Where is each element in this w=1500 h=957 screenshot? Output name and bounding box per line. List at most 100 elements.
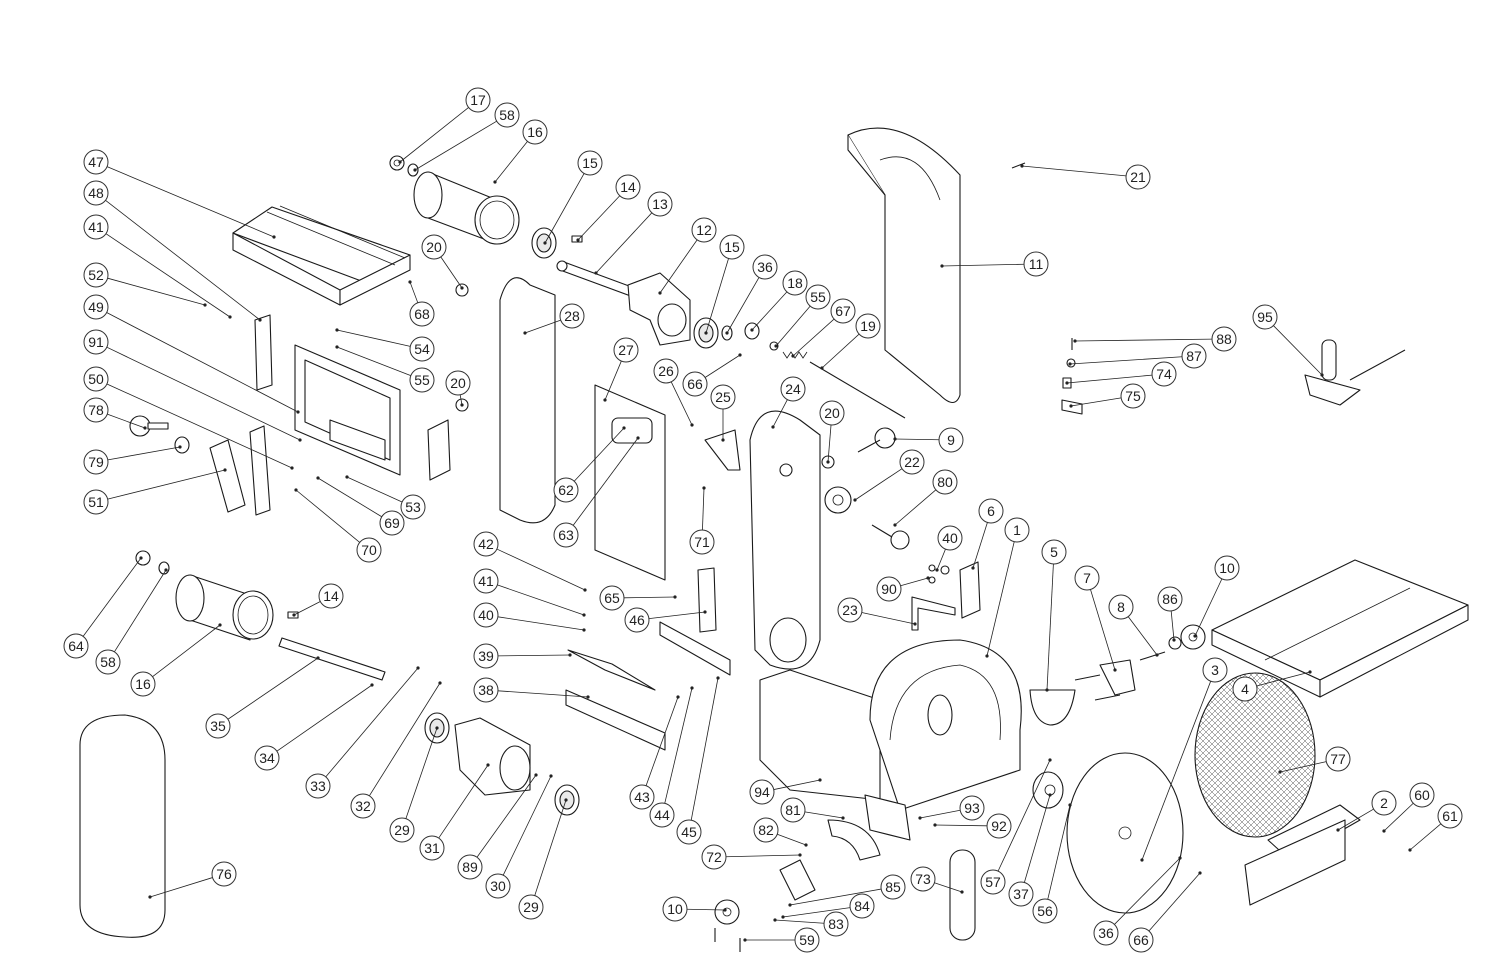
callout-circle [682, 371, 708, 397]
disc-table-4 [1211, 559, 1469, 698]
knob-9 [857, 427, 896, 453]
leader-line-c20b [459, 394, 463, 406]
leader-dot-c33 [416, 666, 420, 670]
callout-circle [899, 449, 925, 475]
callout-number: 1 [1013, 522, 1021, 538]
callout-c10a: 10 [1214, 555, 1240, 581]
callout-circle [95, 649, 121, 675]
callout-circle [1128, 927, 1154, 953]
callout-c41b: 41 [473, 568, 499, 594]
leader-dot-c58a [413, 168, 417, 172]
callout-c29a: 29 [389, 817, 415, 843]
leader-line-c10a [1194, 578, 1223, 637]
leader-line-c86 [1170, 610, 1175, 641]
callout-circle [485, 873, 511, 899]
base-1 [759, 639, 1022, 811]
callout-number: 15 [582, 155, 598, 171]
leader-line-c13 [595, 212, 653, 274]
callout-c53: 53 [400, 494, 426, 520]
leader-dot-c90 [926, 576, 930, 580]
callout-circle [494, 102, 520, 128]
leader-line-c94 [773, 779, 821, 790]
leader-line-c40a [497, 616, 585, 631]
callout-number: 51 [88, 494, 104, 510]
leader-line-c20c [827, 424, 832, 463]
callout-c36a: 36 [752, 254, 778, 280]
leader-dot-c12 [658, 291, 662, 295]
callout-c32: 32 [350, 793, 376, 819]
bracket-right [427, 419, 451, 481]
leader-dot-c52 [203, 303, 207, 307]
callout-circle [577, 150, 603, 176]
leader-line-c72 [725, 854, 801, 858]
leader-dot-c39 [568, 653, 572, 657]
callout-c42: 42 [473, 531, 499, 557]
callout-number: 89 [462, 859, 478, 875]
callout-number: 29 [394, 822, 410, 838]
callout-number: 25 [715, 389, 731, 405]
leader-dot-c14a [576, 238, 580, 242]
leader-line-c37 [1023, 794, 1051, 883]
callout-circle [83, 180, 109, 206]
leader-dot-c37 [1048, 793, 1052, 797]
leader-dot-c24 [771, 425, 775, 429]
leader-dot-c10b [723, 908, 727, 912]
leader-dot-c58b [164, 568, 168, 572]
callout-c58b: 58 [95, 649, 121, 675]
callout-number: 9 [947, 432, 955, 448]
leader-dot-c74 [1065, 381, 1069, 385]
lever-23 [911, 596, 956, 631]
bearing-housing-12 [627, 272, 691, 346]
callout-circle [932, 469, 958, 495]
leader-dot-c64 [139, 556, 143, 560]
callout-circle [522, 119, 548, 145]
callout-circle [1202, 657, 1228, 683]
callout-number: 21 [1130, 169, 1146, 185]
callout-c72: 72 [701, 844, 727, 870]
leader-dot-c57 [1048, 758, 1052, 762]
leader-line-c17a [399, 107, 469, 163]
callout-number: 31 [424, 840, 440, 856]
leader-line-c84 [782, 907, 851, 918]
callout-circle [830, 298, 856, 324]
leader-line-c80 [894, 489, 937, 526]
leader-line-c36b [1114, 857, 1181, 925]
leader-line-c42 [496, 548, 586, 591]
callout-number: 70 [361, 542, 377, 558]
callout-c61: 61 [1437, 803, 1463, 829]
callout-c36b: 36 [1093, 920, 1119, 946]
leader-dot-c69 [316, 476, 320, 480]
leader-line-c2 [1337, 808, 1374, 831]
leader-dot-c1 [985, 654, 989, 658]
callout-c63: 63 [553, 522, 579, 548]
callout-number: 4 [1241, 681, 1249, 697]
callout-number: 94 [754, 784, 770, 800]
callout-c86: 86 [1157, 586, 1183, 612]
leader-line-c46 [648, 611, 706, 619]
leader-dot-c78 [143, 426, 147, 430]
callout-circle [1032, 898, 1058, 924]
callout-circle [1023, 251, 1049, 277]
leader-dot-c28 [523, 331, 527, 335]
leader-line-c95 [1273, 325, 1323, 376]
leader-dot-c65 [673, 595, 677, 599]
leader-line-c78 [107, 413, 146, 429]
callout-circle [647, 191, 673, 217]
leader-dot-c16a [493, 180, 497, 184]
callout-c60: 60 [1409, 782, 1435, 808]
callout-c8: 8 [1108, 594, 1134, 620]
callout-number: 84 [854, 898, 870, 914]
callout-c82: 82 [753, 817, 779, 843]
callout-c83: 83 [823, 911, 849, 937]
callout-circle [1409, 782, 1435, 808]
leader-line-c36a [726, 277, 760, 334]
callout-number: 55 [810, 289, 826, 305]
callout-circle [83, 397, 109, 423]
leader-line-c88 [1074, 338, 1213, 342]
callout-number: 58 [499, 107, 515, 123]
callout-circle [1232, 676, 1258, 702]
callout-number: 36 [757, 259, 773, 275]
callout-number: 19 [860, 318, 876, 334]
callout-c37: 37 [1008, 881, 1034, 907]
callout-circle [1008, 881, 1034, 907]
